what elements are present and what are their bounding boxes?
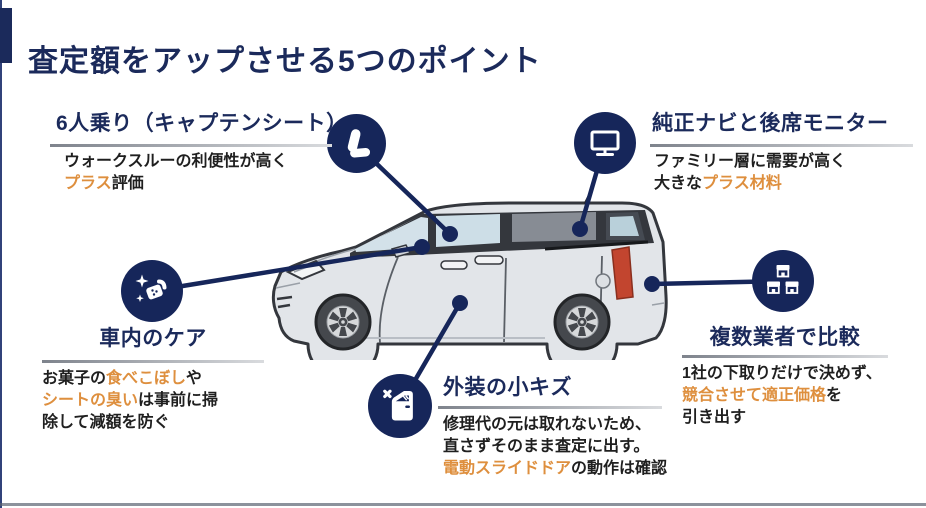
heading-rule: [42, 360, 264, 363]
text-segment: 1社の下取りだけで決めず、: [682, 365, 882, 382]
text-segment: を: [826, 387, 843, 404]
title-accent-bar: [0, 8, 12, 63]
point-heading: 外装の小キズ: [443, 376, 572, 399]
point-heading: 車内のケア: [99, 327, 207, 350]
point-heading: 純正ナビと後席モニター: [652, 112, 889, 135]
car-illustration: [271, 186, 668, 360]
text-segment: 評価: [111, 175, 144, 192]
point-body: 1社の下取りだけで決めず、競合させて適正価格を引き出す: [682, 363, 882, 429]
point-heading: 6人乗り（キャプテンシート）: [56, 112, 348, 135]
text-segment: は事前に掃: [138, 392, 219, 409]
text-segment: や: [185, 370, 202, 387]
point-body: お菓子の食べこぼしやシートの臭いは事前に掃除して減額を防ぐ: [42, 368, 218, 434]
text-segment: シートの臭い: [42, 392, 139, 409]
point-icon-badge: [368, 374, 432, 438]
point-icon-badge: [121, 260, 183, 322]
car-door-scratch-icon: [383, 389, 413, 421]
front-wheel: [314, 293, 372, 351]
seat-icon: [347, 128, 370, 157]
page-left-border: [0, 0, 2, 508]
text-segment: 引き出す: [682, 409, 747, 426]
text-segment: ファミリー層に需要が高く: [654, 153, 847, 170]
text-segment: 大きな: [654, 175, 703, 192]
text-segment: 競合させて適正価格: [682, 387, 827, 404]
heading-rule: [438, 406, 662, 409]
store-glyph: [776, 265, 790, 278]
text-segment: お菓子の: [42, 370, 107, 387]
text-segment: 修理代の元は取れないため、: [443, 416, 652, 433]
stores-icon: [767, 265, 799, 294]
heading-rule: [682, 355, 888, 358]
text-segment: プラス: [64, 175, 112, 192]
point-heading: 複数業者で比較: [709, 326, 861, 349]
point-body: ウォークスルーの利便性が高くプラス評価: [64, 151, 288, 195]
heading-rule: [50, 144, 332, 147]
point-body: ファミリー層に需要が高く大きなプラス材料: [654, 151, 846, 195]
heading-rule: [650, 144, 913, 147]
text-segment: 電動スライドドア: [443, 460, 572, 477]
store-glyph: [785, 281, 799, 294]
text-segment: ウォークスルーの利便性が高く: [64, 153, 288, 170]
text-segment: プラス材料: [702, 175, 782, 192]
text-segment: 食べこぼし: [106, 370, 186, 387]
store-glyph: [767, 281, 780, 294]
text-segment: の動作は確認: [571, 460, 668, 477]
point-body: 修理代の元は取れないため、直さずそのまま査定に出す。電動スライドドアの動作は確認: [443, 414, 667, 480]
point-icon-badge: [327, 114, 386, 173]
text-segment: 直さずそのまま査定に出す。: [443, 438, 650, 455]
sparkle-clean-icon: [135, 274, 167, 302]
monitor-icon: [590, 130, 620, 156]
point-icon-badge: [752, 250, 814, 312]
text-segment: 除して減額を防ぐ: [42, 414, 170, 431]
page-title: 査定額をアップさせる5つのポイント: [28, 45, 542, 79]
point-icon-badge: [574, 112, 636, 174]
page-bottom-border: [0, 503, 926, 506]
rear-wheel: [553, 293, 611, 351]
